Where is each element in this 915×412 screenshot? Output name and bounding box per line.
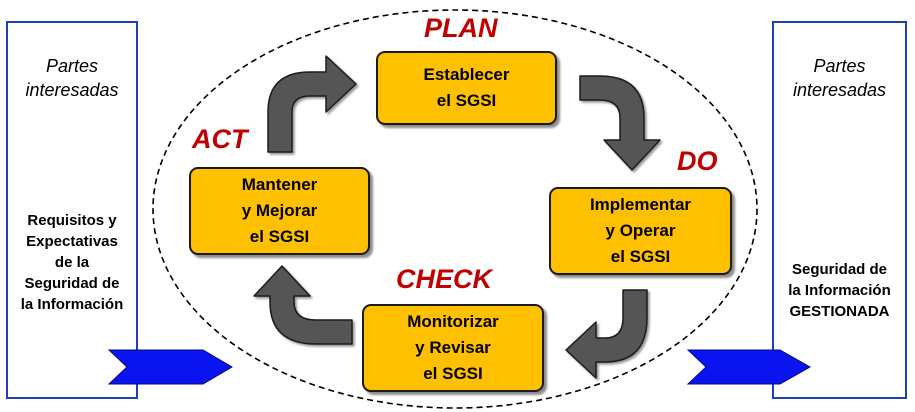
- check-to-act-arrow-icon: [253, 265, 353, 345]
- left-panel-requirements: Requisitos y Expectativas de la Segurida…: [20, 212, 124, 313]
- left-panel-title: Partes interesadas: [25, 56, 119, 100]
- act-to-plan-arrow-icon: [267, 55, 357, 153]
- right-panel-outcome: Seguridad de la Información GESTIONADA: [788, 261, 891, 320]
- act-label: ACT: [192, 124, 248, 154]
- plan-to-do-arrow-icon: [579, 75, 661, 171]
- output-flow-arrow-icon: [686, 349, 812, 385]
- do-to-check-arrow-icon: [565, 289, 648, 379]
- act-stage-box: Mantener y Mejorar el SGSI: [189, 167, 370, 255]
- do-label: DO: [677, 146, 718, 176]
- input-flow-arrow-icon: [107, 349, 233, 385]
- plan-label: PLAN: [424, 13, 498, 43]
- do-stage-box: Implementar y Operar el SGSI: [549, 187, 732, 275]
- plan-stage-box: Establecer el SGSI: [376, 51, 557, 125]
- right-stakeholders-panel: Partes interesadas Seguridad de la Infor…: [772, 21, 907, 399]
- right-panel-title: Partes interesadas: [792, 56, 887, 100]
- check-stage-box: Monitorizar y Revisar el SGSI: [362, 304, 544, 392]
- left-stakeholders-panel: Partes interesadas Requisitos y Expectat…: [6, 21, 138, 399]
- check-label: CHECK: [396, 264, 493, 294]
